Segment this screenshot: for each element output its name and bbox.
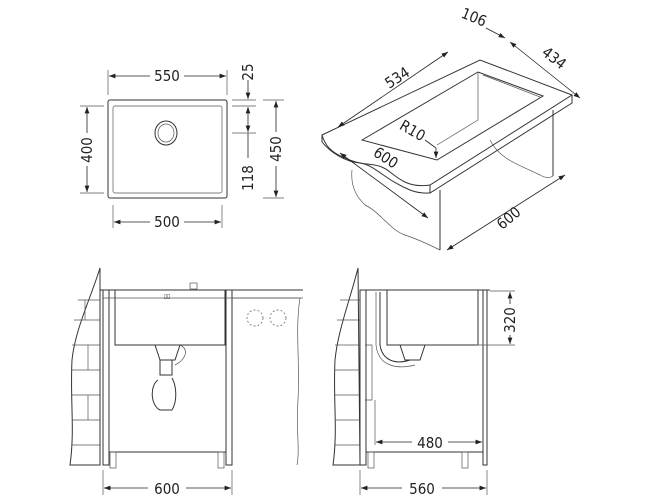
dim-600-counter: 600 [370,143,401,172]
dim-118: 118 [239,165,257,191]
dim-600-front: 600 [154,480,180,498]
side-view: 320 480 560 [332,267,519,498]
dim-25: 25 [239,63,257,80]
dim-480: 480 [417,434,443,452]
countertop [321,59,574,187]
isometric-view: 534 106 434 600 R10 600 [321,4,581,251]
sink-bowl-front [114,290,226,346]
dim-320: 320 [501,307,519,333]
drain-icon [154,120,178,146]
brick-wall [69,267,101,466]
sink-outer-rim [107,99,228,199]
front-view: ▯▯ 600 [69,267,303,498]
dim-106: 106 [459,4,490,30]
siphon-trap [151,377,177,411]
dim-r10: R10 [397,116,429,145]
dim-600-cabinet: 600 [493,203,524,233]
dim-500: 500 [154,213,180,231]
brick-wall-side [332,267,361,466]
dim-450: 450 [267,136,285,162]
plan-view: 550 500 400 25 118 450 [78,63,285,231]
sink-bowl [112,105,223,194]
dim-400: 400 [78,137,96,163]
socket-right-icon [269,309,287,327]
dim-550: 550 [154,67,180,85]
socket-left-icon [246,309,264,327]
dim-560: 560 [409,480,435,498]
overflow-icon: ▯▯ [164,293,170,300]
overflow-pipe [379,292,411,363]
dim-534: 534 [382,63,413,92]
sink-bowl-side [386,290,479,346]
